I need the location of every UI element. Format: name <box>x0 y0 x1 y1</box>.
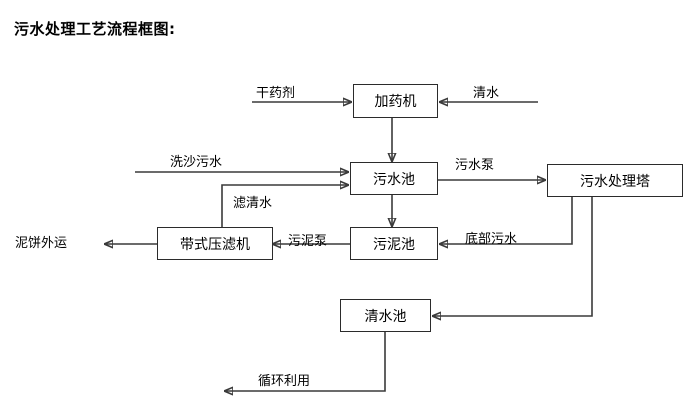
label-wastewater-pump: 污水泵 <box>455 158 495 173</box>
label-dry-chemical: 干药剂 <box>256 86 296 101</box>
node-dosing-machine[interactable]: 加药机 <box>353 84 438 118</box>
label-recycle-reuse: 循环利用 <box>258 374 311 389</box>
edge-bottom-wastewater-to-sludge-pool <box>440 197 573 244</box>
page-title: 污水处理工艺流程框图: <box>14 20 176 38</box>
label-bottom-wastewater: 底部污水 <box>465 232 518 247</box>
label-filtered-water: 滤清水 <box>233 196 273 211</box>
node-sludge-pool[interactable]: 污泥池 <box>350 227 438 260</box>
node-treatment-tower[interactable]: 污水处理塔 <box>547 164 683 197</box>
edge-clean-water-pool-to-recycle <box>225 332 386 391</box>
label-sludge-pump: 污泥泵 <box>288 234 328 249</box>
edge-filtered-water-to-wastewater-pool <box>221 185 348 227</box>
node-clean-water-pool[interactable]: 清水池 <box>340 299 431 332</box>
label-sand-wash-wastewater: 洗沙污水 <box>170 155 223 170</box>
label-mud-cake-transport: 泥饼外运 <box>15 236 68 251</box>
node-belt-filter-press[interactable]: 带式压滤机 <box>157 227 273 260</box>
edge-tower-to-clean-water-pool <box>433 197 593 316</box>
label-clean-water: 清水 <box>473 86 500 101</box>
node-wastewater-pool[interactable]: 污水池 <box>350 162 438 195</box>
